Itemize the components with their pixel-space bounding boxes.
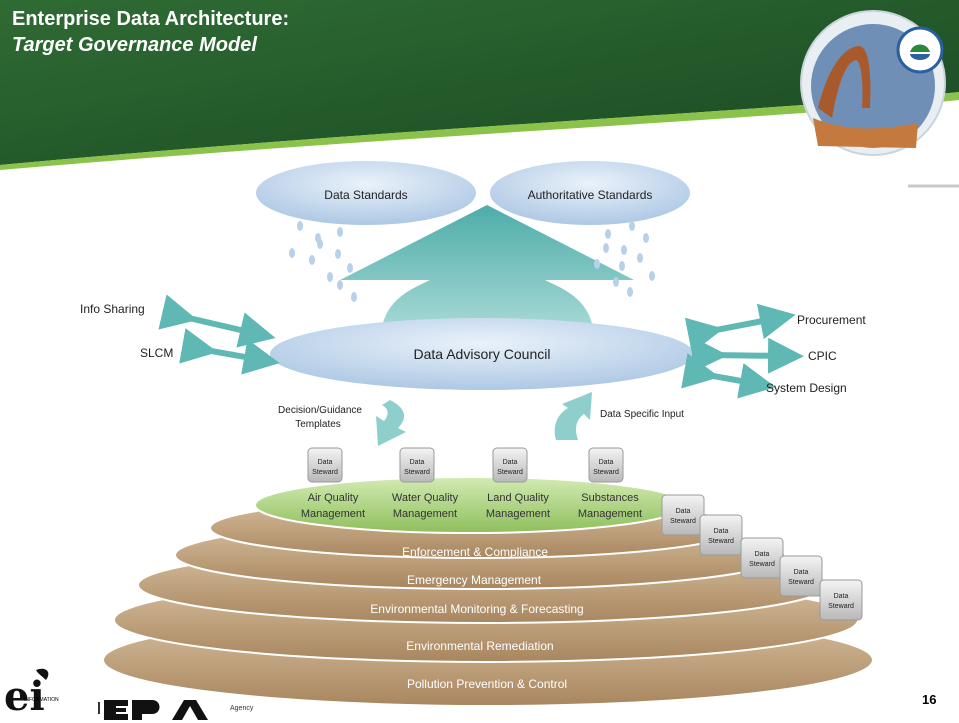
oei-logo-text: ei xyxy=(4,673,45,720)
steward-label: Steward xyxy=(670,518,696,525)
council-label: Data Advisory Council xyxy=(414,346,551,362)
steward-label: Data xyxy=(599,459,614,466)
side-link-arrows xyxy=(158,294,804,399)
steward-label: Steward xyxy=(312,469,338,476)
slide-subtitle: Target Governance Model xyxy=(12,34,257,56)
layer-stewards xyxy=(661,494,863,621)
page-number: 16 xyxy=(922,692,937,707)
steward-label: Data xyxy=(834,593,849,600)
layer-pollution-prevention: Pollution Prevention & Control xyxy=(407,677,567,691)
link-procurement: Procurement xyxy=(797,313,866,327)
authoritative-standards-cloud xyxy=(490,161,690,225)
steward-label: Steward xyxy=(749,561,775,568)
layer-environmental-monitoring: Environmental Monitoring & Forecasting xyxy=(370,602,583,616)
layer-enforcement-compliance: Enforcement & Compliance xyxy=(402,545,548,559)
steward-label: Steward xyxy=(708,538,734,545)
cloud-label-authoritative-standards: Authoritative Standards xyxy=(528,188,653,202)
domain-water-quality: Water Quality xyxy=(392,492,459,504)
link-info-sharing: Info Sharing xyxy=(80,302,145,316)
decision-guidance-arrow xyxy=(376,400,406,446)
steward-label: Data xyxy=(503,459,518,466)
slide-title: Enterprise Data Architecture: xyxy=(12,8,290,30)
steward-label: Steward xyxy=(593,469,619,476)
steward-label: Data xyxy=(318,459,333,466)
raindrops xyxy=(289,221,655,302)
footer-agency-text: Agency xyxy=(230,705,254,712)
steward-label: Steward xyxy=(497,469,523,476)
data-specific-input-arrow xyxy=(554,392,592,440)
flow-templates: Templates xyxy=(295,419,341,430)
link-system-design: System Design xyxy=(766,381,847,395)
footer-logo: ei xyxy=(4,668,208,720)
steward-label: Data xyxy=(676,508,691,515)
cloud-label-data-standards: Data Standards xyxy=(324,188,407,202)
steward-label: Steward xyxy=(788,579,814,586)
domain-substances-sub: Management xyxy=(578,508,642,520)
domain-land-quality: Land Quality xyxy=(487,492,549,504)
link-slcm: SLCM xyxy=(140,346,173,360)
upward-flow-arrow xyxy=(340,205,634,345)
link-cpic: CPIC xyxy=(808,349,837,363)
layer-environmental-remediation: Environmental Remediation xyxy=(406,639,553,653)
steward-label: Data xyxy=(794,569,809,576)
steward-label: Data xyxy=(410,459,425,466)
flow-data-specific-input: Data Specific Input xyxy=(600,409,684,420)
steward-label: Steward xyxy=(404,469,430,476)
domain-air-quality-sub: Management xyxy=(301,508,365,520)
steward-label: Data xyxy=(755,551,770,558)
top-domain-stewards xyxy=(307,447,624,483)
flow-decision-guidance: Decision/Guidance xyxy=(278,405,362,416)
domain-water-quality-sub: Management xyxy=(393,508,457,520)
data-advisory-council xyxy=(270,318,694,390)
steward-label: Data xyxy=(714,528,729,535)
data-standards-cloud xyxy=(256,161,476,225)
domain-substances: Substances xyxy=(581,492,639,504)
agency-seal-logo xyxy=(800,10,946,156)
footer-small-text: INFORMATION xyxy=(24,697,59,703)
domain-land-quality-sub: Management xyxy=(486,508,550,520)
layer-stack xyxy=(102,476,874,707)
header-banner xyxy=(0,0,959,170)
steward-label: Steward xyxy=(828,603,854,610)
layer-emergency-management: Emergency Management xyxy=(407,573,542,587)
domain-air-quality: Air Quality xyxy=(308,492,359,504)
